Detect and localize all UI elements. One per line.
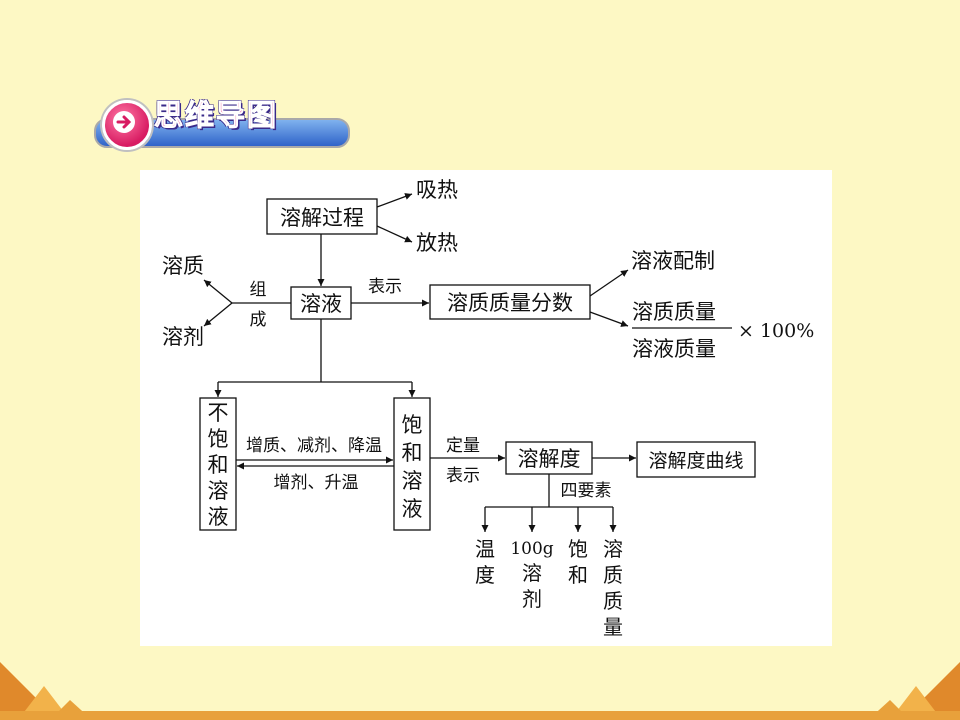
unsat-char: 和 — [208, 453, 229, 477]
label-solute: 溶质 — [162, 254, 204, 278]
unsat-char: 溶 — [208, 479, 229, 503]
sat-char: 和 — [402, 441, 423, 465]
circle-arrow-right-icon — [102, 100, 152, 150]
label-frac-mult: × 100% — [738, 320, 814, 342]
label-compose-1: 组 — [250, 280, 267, 300]
factor-1-char: 度 — [475, 563, 495, 587]
sat-char: 溶 — [402, 469, 423, 493]
box-mass-fraction — [429, 284, 591, 320]
arrow-solute — [203, 279, 233, 304]
factor-1-char: 温 — [475, 537, 495, 561]
box-saturated — [393, 397, 431, 531]
factor-3-char: 饱 — [568, 537, 588, 561]
unsat-char: 饱 — [208, 427, 229, 451]
label-solution: 溶液 — [300, 292, 342, 316]
label-to-unsat: 增剂、升温 — [274, 473, 359, 493]
label-release: 放热 — [416, 231, 458, 255]
label-frac-num: 溶质质量 — [632, 300, 716, 324]
arrow-solvent — [203, 302, 233, 327]
label-solubility: 溶解度 — [518, 447, 581, 471]
arrow-prep — [589, 269, 629, 297]
label-solvent: 溶剂 — [162, 325, 204, 349]
unsat-char: 液 — [208, 505, 229, 529]
label-express: 表示 — [368, 277, 402, 297]
label-prep: 溶液配制 — [631, 249, 715, 273]
label-quant-1: 定量 — [446, 436, 480, 456]
sat-char: 饱 — [402, 413, 423, 437]
factor-2-char: 100g — [510, 539, 553, 559]
bottom-strip — [0, 711, 960, 720]
arrow-formula — [589, 311, 629, 327]
box-solubility-curve — [636, 441, 756, 478]
label-frac-den: 溶液质量 — [632, 337, 716, 361]
label-absorb: 吸热 — [416, 178, 458, 202]
label-four-elements: 四要素 — [561, 481, 612, 501]
factor-2-char: 剂 — [522, 587, 542, 611]
section-banner: 思维导图 — [88, 92, 350, 154]
label-curve: 溶解度曲线 — [648, 450, 743, 472]
banner-title: 思维导图 — [153, 98, 279, 133]
mind-map: 溶解过程 吸热 放热 溶质 溶剂 溶液 溶质质量分数 溶液配制 溶质质量 溶液质… — [162, 178, 814, 639]
factor-3-char: 和 — [568, 563, 588, 587]
factor-2-char: 溶 — [522, 561, 542, 585]
label-quant-2: 表示 — [446, 466, 480, 486]
label-process: 溶解过程 — [280, 206, 364, 230]
sat-char: 液 — [402, 497, 423, 521]
factor-4-char: 溶 — [603, 537, 623, 561]
mind-map-panel: 溶解过程 吸热 放热 溶质 溶剂 溶液 溶质质量分数 溶液配制 溶质质量 溶液质… — [140, 170, 832, 646]
label-compose-2: 成 — [250, 310, 267, 330]
box-unsaturated — [199, 397, 237, 531]
label-mass-fraction: 溶质质量分数 — [447, 291, 573, 315]
arrow-release — [376, 225, 413, 243]
label-to-sat: 增质、减剂、降温 — [246, 436, 382, 456]
factor-4-char: 质 — [603, 589, 623, 613]
factor-4-char: 质 — [603, 563, 623, 587]
arrow-absorb — [376, 193, 413, 208]
factor-4-char: 量 — [603, 615, 623, 639]
box-dissolving-process — [266, 198, 378, 235]
unsat-char: 不 — [208, 401, 229, 425]
